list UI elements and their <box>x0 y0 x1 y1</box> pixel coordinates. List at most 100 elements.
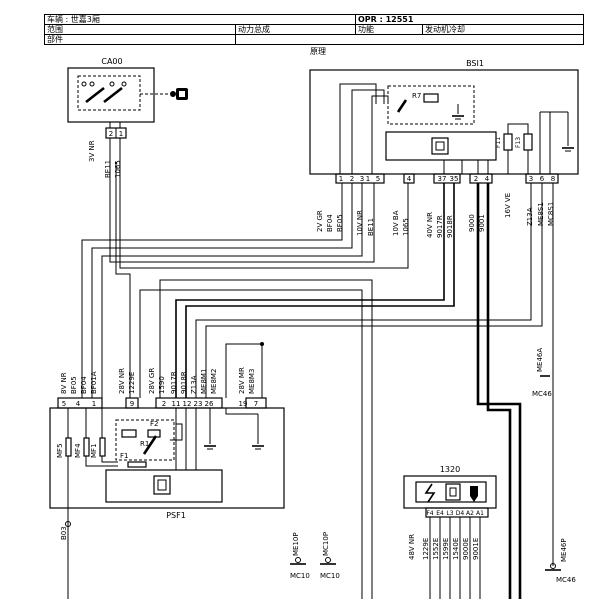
ground-mc10p: MC10P MC10 <box>320 532 340 580</box>
wire-label: Z13A <box>526 207 534 226</box>
c1320-pin: E4 <box>436 510 444 517</box>
bsi1-module: BSI1 R7 F11 F13 <box>309 59 579 175</box>
ground-label: MC10 <box>320 572 340 580</box>
wire-label: 16V VE <box>504 193 512 218</box>
psf-pin: 19 <box>239 400 248 408</box>
ground-label: MC46 <box>556 576 576 584</box>
fuse-f13-label: F13 <box>515 137 522 148</box>
wire-label: 9001E <box>472 538 480 560</box>
wire-label: 1590 <box>158 376 166 394</box>
ca00-label: CA00 <box>101 57 122 66</box>
wire-label: 28V NR <box>118 368 126 394</box>
wire-label: ME8M3 <box>248 369 256 394</box>
wire-label: 9001 <box>478 214 486 232</box>
wire-label: 8V NR <box>60 372 68 394</box>
ca00-pin-1: 1 <box>119 130 123 138</box>
psf-pin: 23 <box>194 400 203 408</box>
wire-label: BF04 <box>80 376 88 394</box>
ca00-switch: CA00 2 1 3V NR BE11 1065 <box>67 57 188 178</box>
relay-f1-label: F1 <box>120 452 128 460</box>
bsi-pin: 2 <box>350 175 354 183</box>
wire-label: 2V GR <box>316 210 324 232</box>
bsi-ecu-chip-icon <box>431 137 449 155</box>
ground-me46a: ME46A MC46 <box>532 348 552 398</box>
wire-label: MC8S1 <box>547 202 555 226</box>
ca00-wire-3vnr: 3V NR <box>88 140 96 162</box>
wire-label: 28V GR <box>148 368 156 394</box>
c1320-pin: F4 <box>426 510 433 517</box>
bsi-pin-row: 1 2 3 1 5 4 37 35 2 4 3 6 8 <box>335 173 559 184</box>
ground-label: MC10P <box>322 532 330 556</box>
wire-label: Z13A <box>190 375 198 394</box>
bsi-pin: 8 <box>551 175 555 183</box>
bsi-pin: 3 <box>360 175 364 183</box>
c1320-pin: A1 <box>476 510 484 517</box>
bsi-pin: 6 <box>540 175 545 183</box>
lightning-bolt-icon <box>424 483 436 503</box>
wire-label: ME8S1 <box>537 202 545 226</box>
wire-label: BE11 <box>367 218 375 236</box>
ground-label: ME46A <box>536 348 544 372</box>
wire-label: ME8M2 <box>210 369 218 394</box>
c1320-pin: A2 <box>466 510 474 517</box>
ignition-key-icon <box>170 88 188 100</box>
wire-label: BF01A <box>90 371 98 394</box>
psf-pin: 26 <box>205 400 214 408</box>
bsi-pin: 35 <box>450 175 459 183</box>
wire-label: 28V MR <box>238 367 246 394</box>
bsi-pin: 1 <box>339 175 343 183</box>
psf-ecu-chip-icon <box>153 475 171 495</box>
c1320-pin: L3 <box>446 510 453 517</box>
wire-label: 9000E <box>462 538 470 560</box>
wire-label: 1065 <box>402 218 410 236</box>
psf-wire-labels: 8V NR BF05 BF04 BF01A 28V NR 1229E 28V G… <box>60 367 256 394</box>
ground-label: MC46 <box>532 390 552 398</box>
ca00-wire-be11: BE11 <box>104 160 112 178</box>
psf-pin: 1 <box>92 400 96 408</box>
relay-r1-label: R1 <box>140 440 149 448</box>
psf-pin: 2 <box>162 400 166 408</box>
psf-pin: 7 <box>254 400 258 408</box>
ground-me46p: ME46P MC46 <box>545 538 576 584</box>
fuse-f11-label: F11 <box>495 137 502 148</box>
wire-label: ME8M1 <box>200 369 208 394</box>
wire-label: BF04 <box>326 214 334 232</box>
fuse-label: MF5 <box>56 443 64 458</box>
wire-harness <box>81 138 554 599</box>
relay-r7-label: R7 <box>412 92 421 100</box>
section-title: 原理 <box>310 47 326 56</box>
wire-label: 9017R <box>436 215 444 238</box>
psf-pin: 9 <box>130 400 134 408</box>
c1320-pin: D4 <box>456 510 465 517</box>
c1320-wire-labels: 48V NR 1229E 1552E 1599E 1540E 9000E 900… <box>408 534 480 560</box>
wire-label: 40V NR <box>426 212 434 238</box>
psf-pin: 5 <box>62 400 66 408</box>
c1320-label: 1320 <box>440 465 460 474</box>
bsi-pin: 37 <box>438 175 447 183</box>
injector-icon <box>470 486 478 502</box>
bsi-pin: 5 <box>376 175 380 183</box>
header-table: 车辆 : 世嘉3厢 OPR : 12551 范围 动力总成 功能 发动机冷却 部… <box>44 14 584 45</box>
wire-label: 1552E <box>432 538 440 560</box>
psf-pin: 11 <box>172 400 181 408</box>
psf-pin: 12 <box>183 400 192 408</box>
bsi-pin: 4 <box>407 175 412 183</box>
ground-label: B03 <box>60 526 68 540</box>
bsi-pin: 4 <box>485 175 490 183</box>
wire-label: BF05 <box>336 214 344 232</box>
bsi-wire-labels: 2V GR BF04 BF05 10V NR BE11 10V BA 1065 … <box>316 193 555 238</box>
wire-label: 10V BA <box>392 210 400 236</box>
wire-label: 1540E <box>452 538 460 560</box>
wire-label: 1229E <box>422 538 430 560</box>
psf1-label: PSF1 <box>166 511 186 520</box>
fuse-label: MF1 <box>90 443 98 458</box>
bsi-pin: 3 <box>529 175 533 183</box>
bsi1-label: BSI1 <box>466 59 484 68</box>
fuse-label: MF4 <box>74 443 82 458</box>
psf1-module: PSF1 5 4 1 9 2 11 12 23 26 19 7 MF5 MF4 … <box>49 397 285 520</box>
wire-label: 48V NR <box>408 534 416 560</box>
ground-label: MC10 <box>290 572 310 580</box>
wire-label: 9017R <box>170 371 178 394</box>
ecu-chip-icon <box>445 483 461 501</box>
